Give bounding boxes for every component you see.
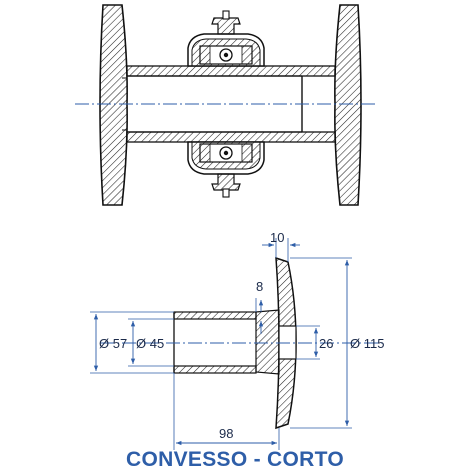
- label-d45: Ø 45: [136, 336, 164, 351]
- tube-wall-bottom: [126, 131, 336, 143]
- top-bearing: [187, 10, 265, 67]
- label-len8: 8: [256, 279, 263, 294]
- left-flange: [99, 4, 128, 206]
- tube-wall-top: [173, 311, 257, 320]
- bottom-bearing: [187, 141, 265, 198]
- tube-wall-bottom: [173, 365, 257, 374]
- tube-wall-top: [126, 65, 336, 77]
- label-d115: Ø 115: [350, 336, 384, 351]
- label-len10: 10: [270, 230, 284, 245]
- label-d26: 26: [319, 336, 333, 351]
- dimension-view: Ø 57 Ø 45 26 Ø 115 98 8 10: [90, 230, 385, 450]
- right-flange: [334, 4, 362, 206]
- drawing-caption: CONVESSO - CORTO: [126, 448, 344, 470]
- assembly-view: [75, 4, 375, 206]
- label-len98: 98: [219, 426, 233, 441]
- label-d57: Ø 57: [99, 336, 127, 351]
